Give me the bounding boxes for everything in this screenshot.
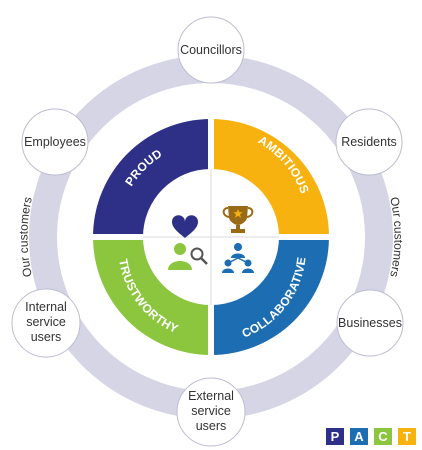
ring-label-left: Our customers <box>16 196 34 279</box>
trophy-icon <box>222 206 254 233</box>
svg-text:users: users <box>31 330 62 344</box>
svg-text:Internal: Internal <box>25 300 67 314</box>
svg-text:Councillors: Councillors <box>180 43 242 57</box>
stakeholder-residents: Residents <box>335 108 403 176</box>
person-search-icon <box>168 243 208 270</box>
ring-label-right: Our customers <box>387 196 405 279</box>
svg-text:External: External <box>188 389 234 403</box>
stakeholder-employees: Employees <box>21 108 89 176</box>
pact-letter-p: P <box>326 428 344 445</box>
svg-text:service: service <box>191 404 231 418</box>
svg-text:Employees: Employees <box>24 135 86 149</box>
pact-letter-a: A <box>350 428 368 445</box>
svg-text:Residents: Residents <box>341 135 397 149</box>
svg-text:users: users <box>196 419 227 433</box>
pact-letter-c: C <box>374 428 392 445</box>
svg-text:service: service <box>26 315 66 329</box>
pact-letter-t: T <box>398 428 416 445</box>
stakeholder-businesses: Businesses <box>336 289 404 357</box>
svg-text:Businesses: Businesses <box>338 316 402 330</box>
heart-icon <box>172 215 198 238</box>
stakeholder-external-service-users: External service users <box>176 377 246 447</box>
stakeholder-internal-service-users: Internal service users <box>11 288 81 358</box>
stakeholder-councillors: Councillors <box>177 16 245 84</box>
team-icon <box>222 243 254 273</box>
